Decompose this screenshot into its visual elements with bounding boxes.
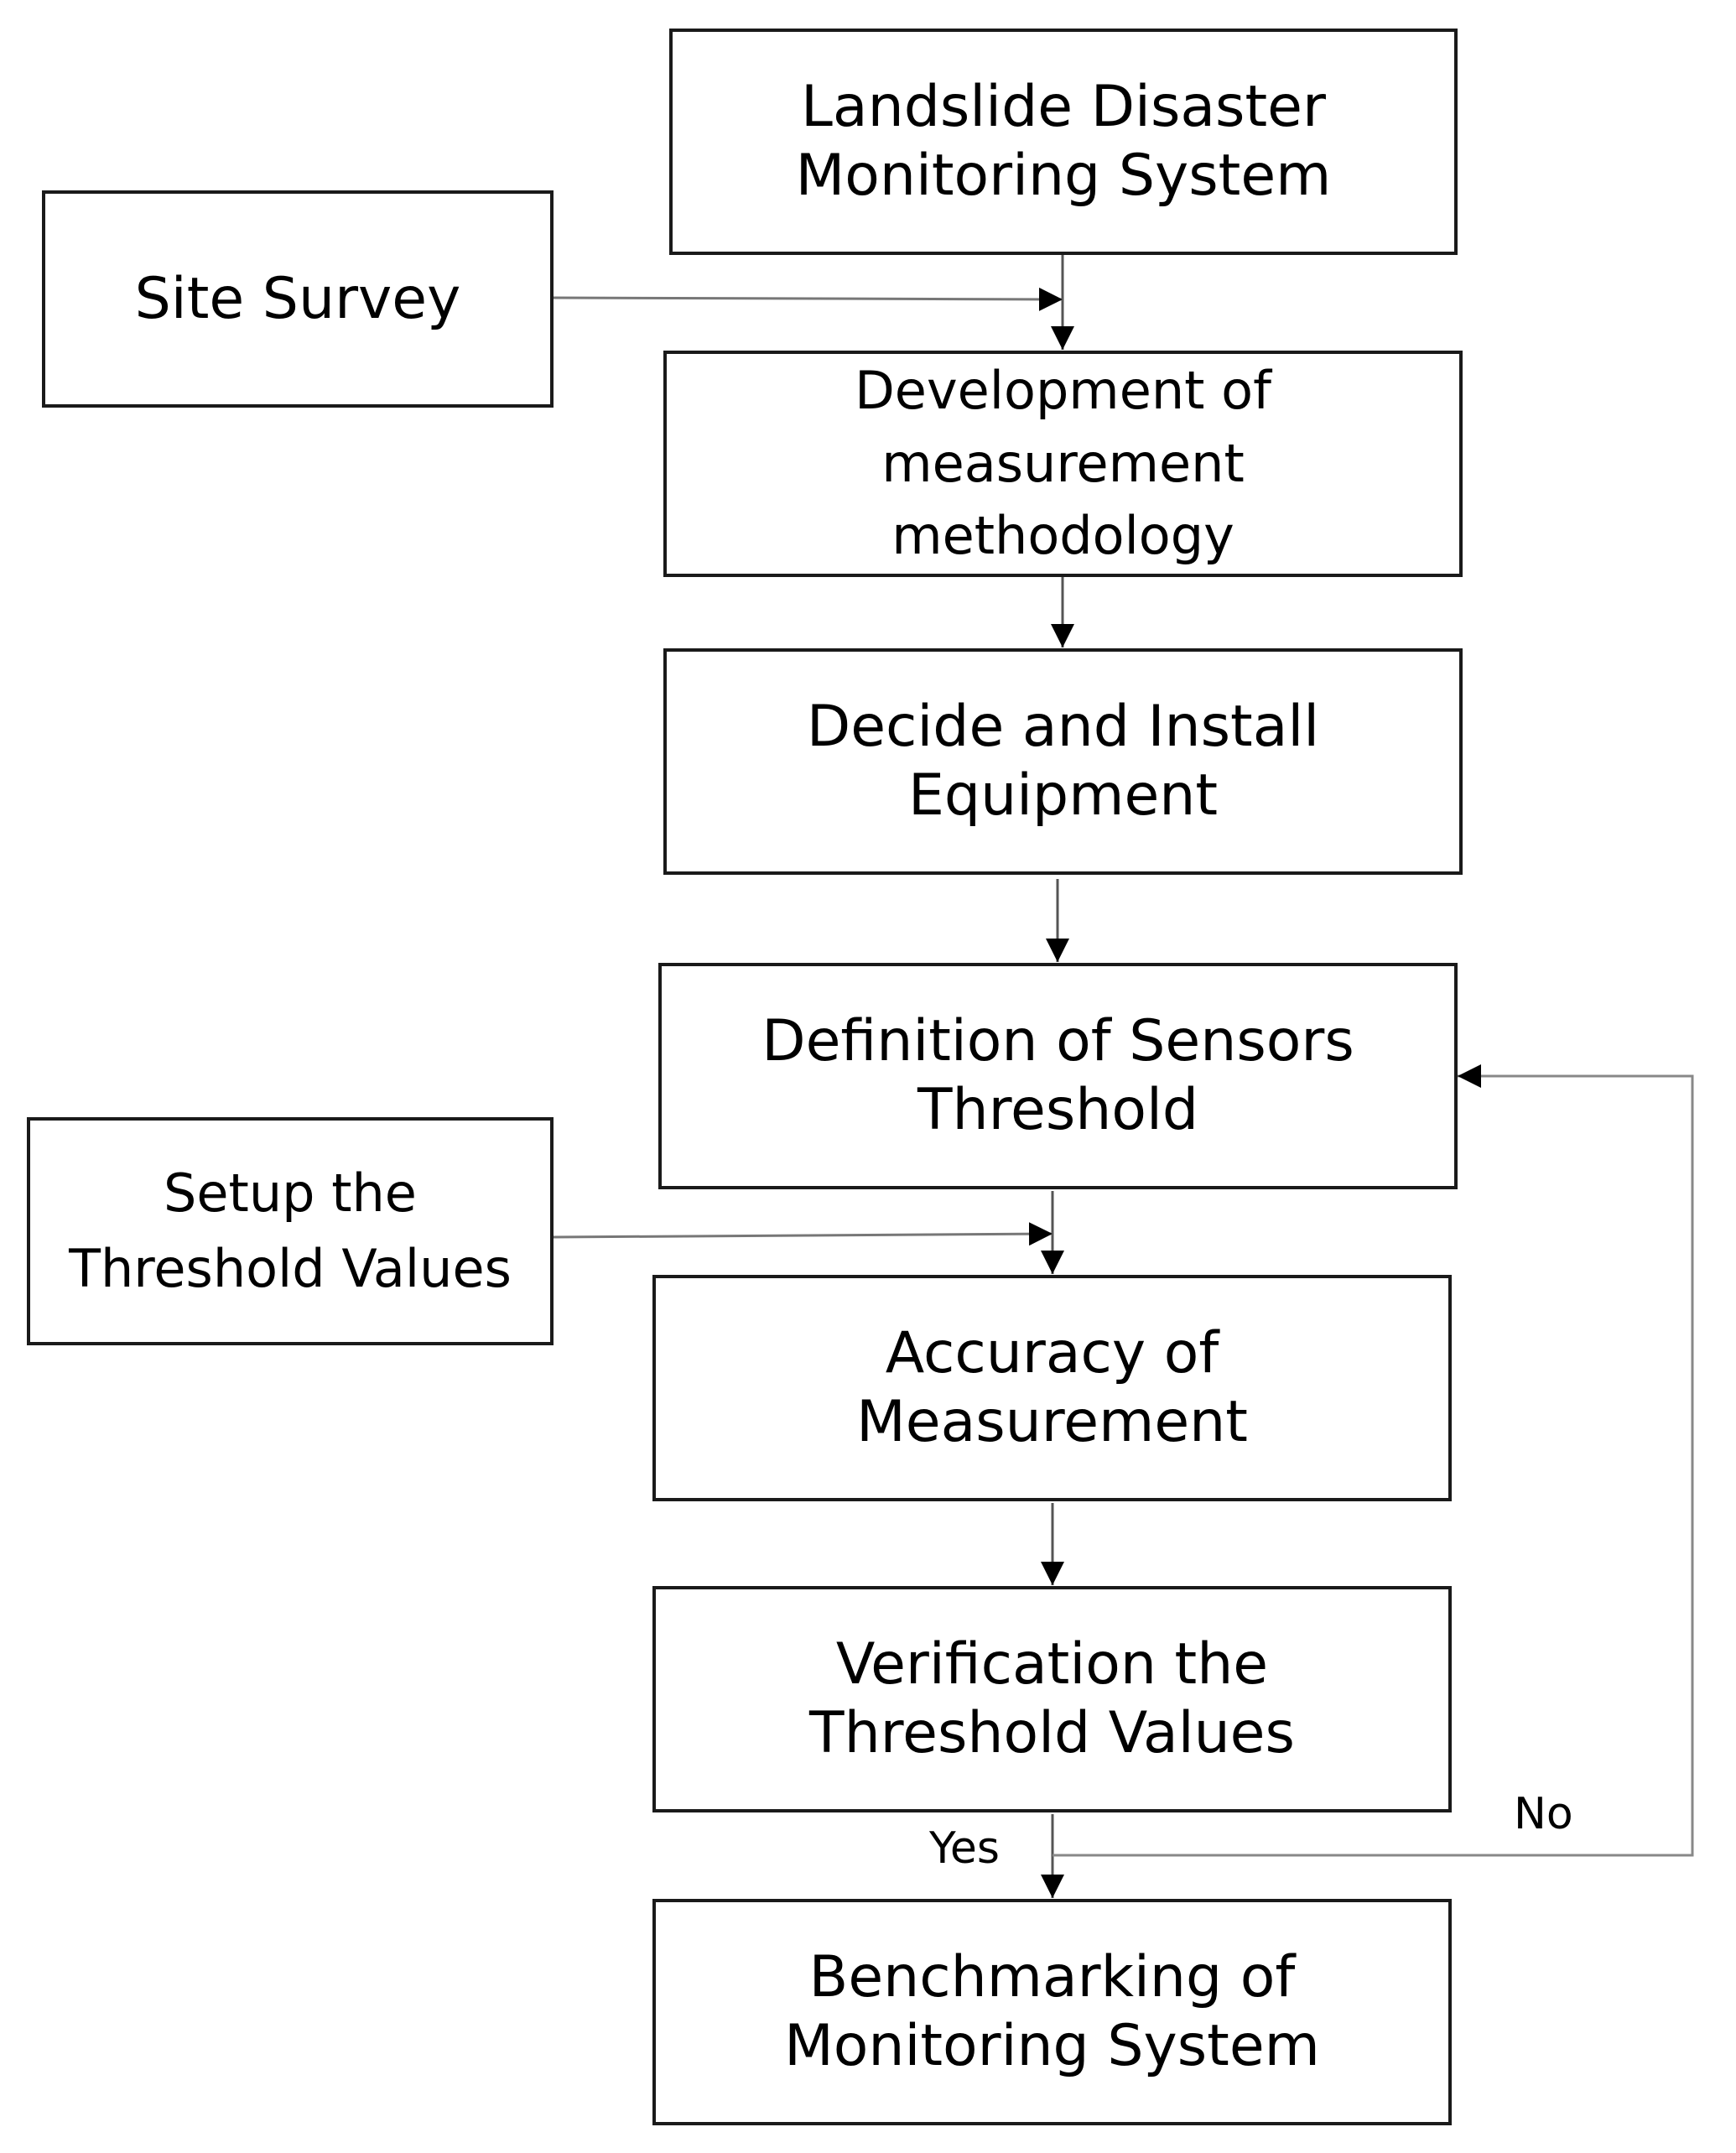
node-landslide-disaster-monitoring-system: Landslide Disaster Monitoring System — [669, 29, 1458, 255]
node-label: Development of measurement methodology — [855, 359, 1271, 567]
node-site-survey: Site Survey — [42, 190, 554, 408]
node-label: Accuracy of Measurement — [856, 1320, 1248, 1455]
node-verification-the-threshold-values: Verification the Threshold Values — [652, 1586, 1452, 1812]
node-accuracy-of-measurement: Accuracy of Measurement — [652, 1275, 1452, 1501]
node-label: Site Survey — [134, 265, 461, 332]
node-setup-the-threshold-values: Setup the Threshold Values — [27, 1117, 554, 1345]
edge-label-no: No — [1514, 1789, 1573, 1839]
node-label: Definition of Sensors Threshold — [761, 1008, 1354, 1143]
node-benchmarking-of-monitoring-system: Benchmarking of Monitoring System — [652, 1899, 1452, 2125]
edge-label-yes: Yes — [929, 1823, 1000, 1874]
node-label: Benchmarking of Monitoring System — [784, 1944, 1320, 2079]
arrow-setup-to-flow — [553, 1222, 1053, 1246]
arrow-site-survey-to-flow — [553, 287, 1063, 311]
node-label: Setup the Threshold Values — [69, 1162, 512, 1299]
node-decide-and-install-equipment: Decide and Install Equipment — [663, 648, 1463, 875]
node-definition-of-sensors-threshold: Definition of Sensors Threshold — [658, 963, 1458, 1189]
node-label: Verification the Threshold Values — [809, 1631, 1295, 1766]
node-development-of-measurement-methodology: Development of measurement methodology — [663, 351, 1463, 577]
node-label: Landslide Disaster Monitoring System — [795, 74, 1332, 209]
node-label: Decide and Install Equipment — [806, 694, 1320, 829]
